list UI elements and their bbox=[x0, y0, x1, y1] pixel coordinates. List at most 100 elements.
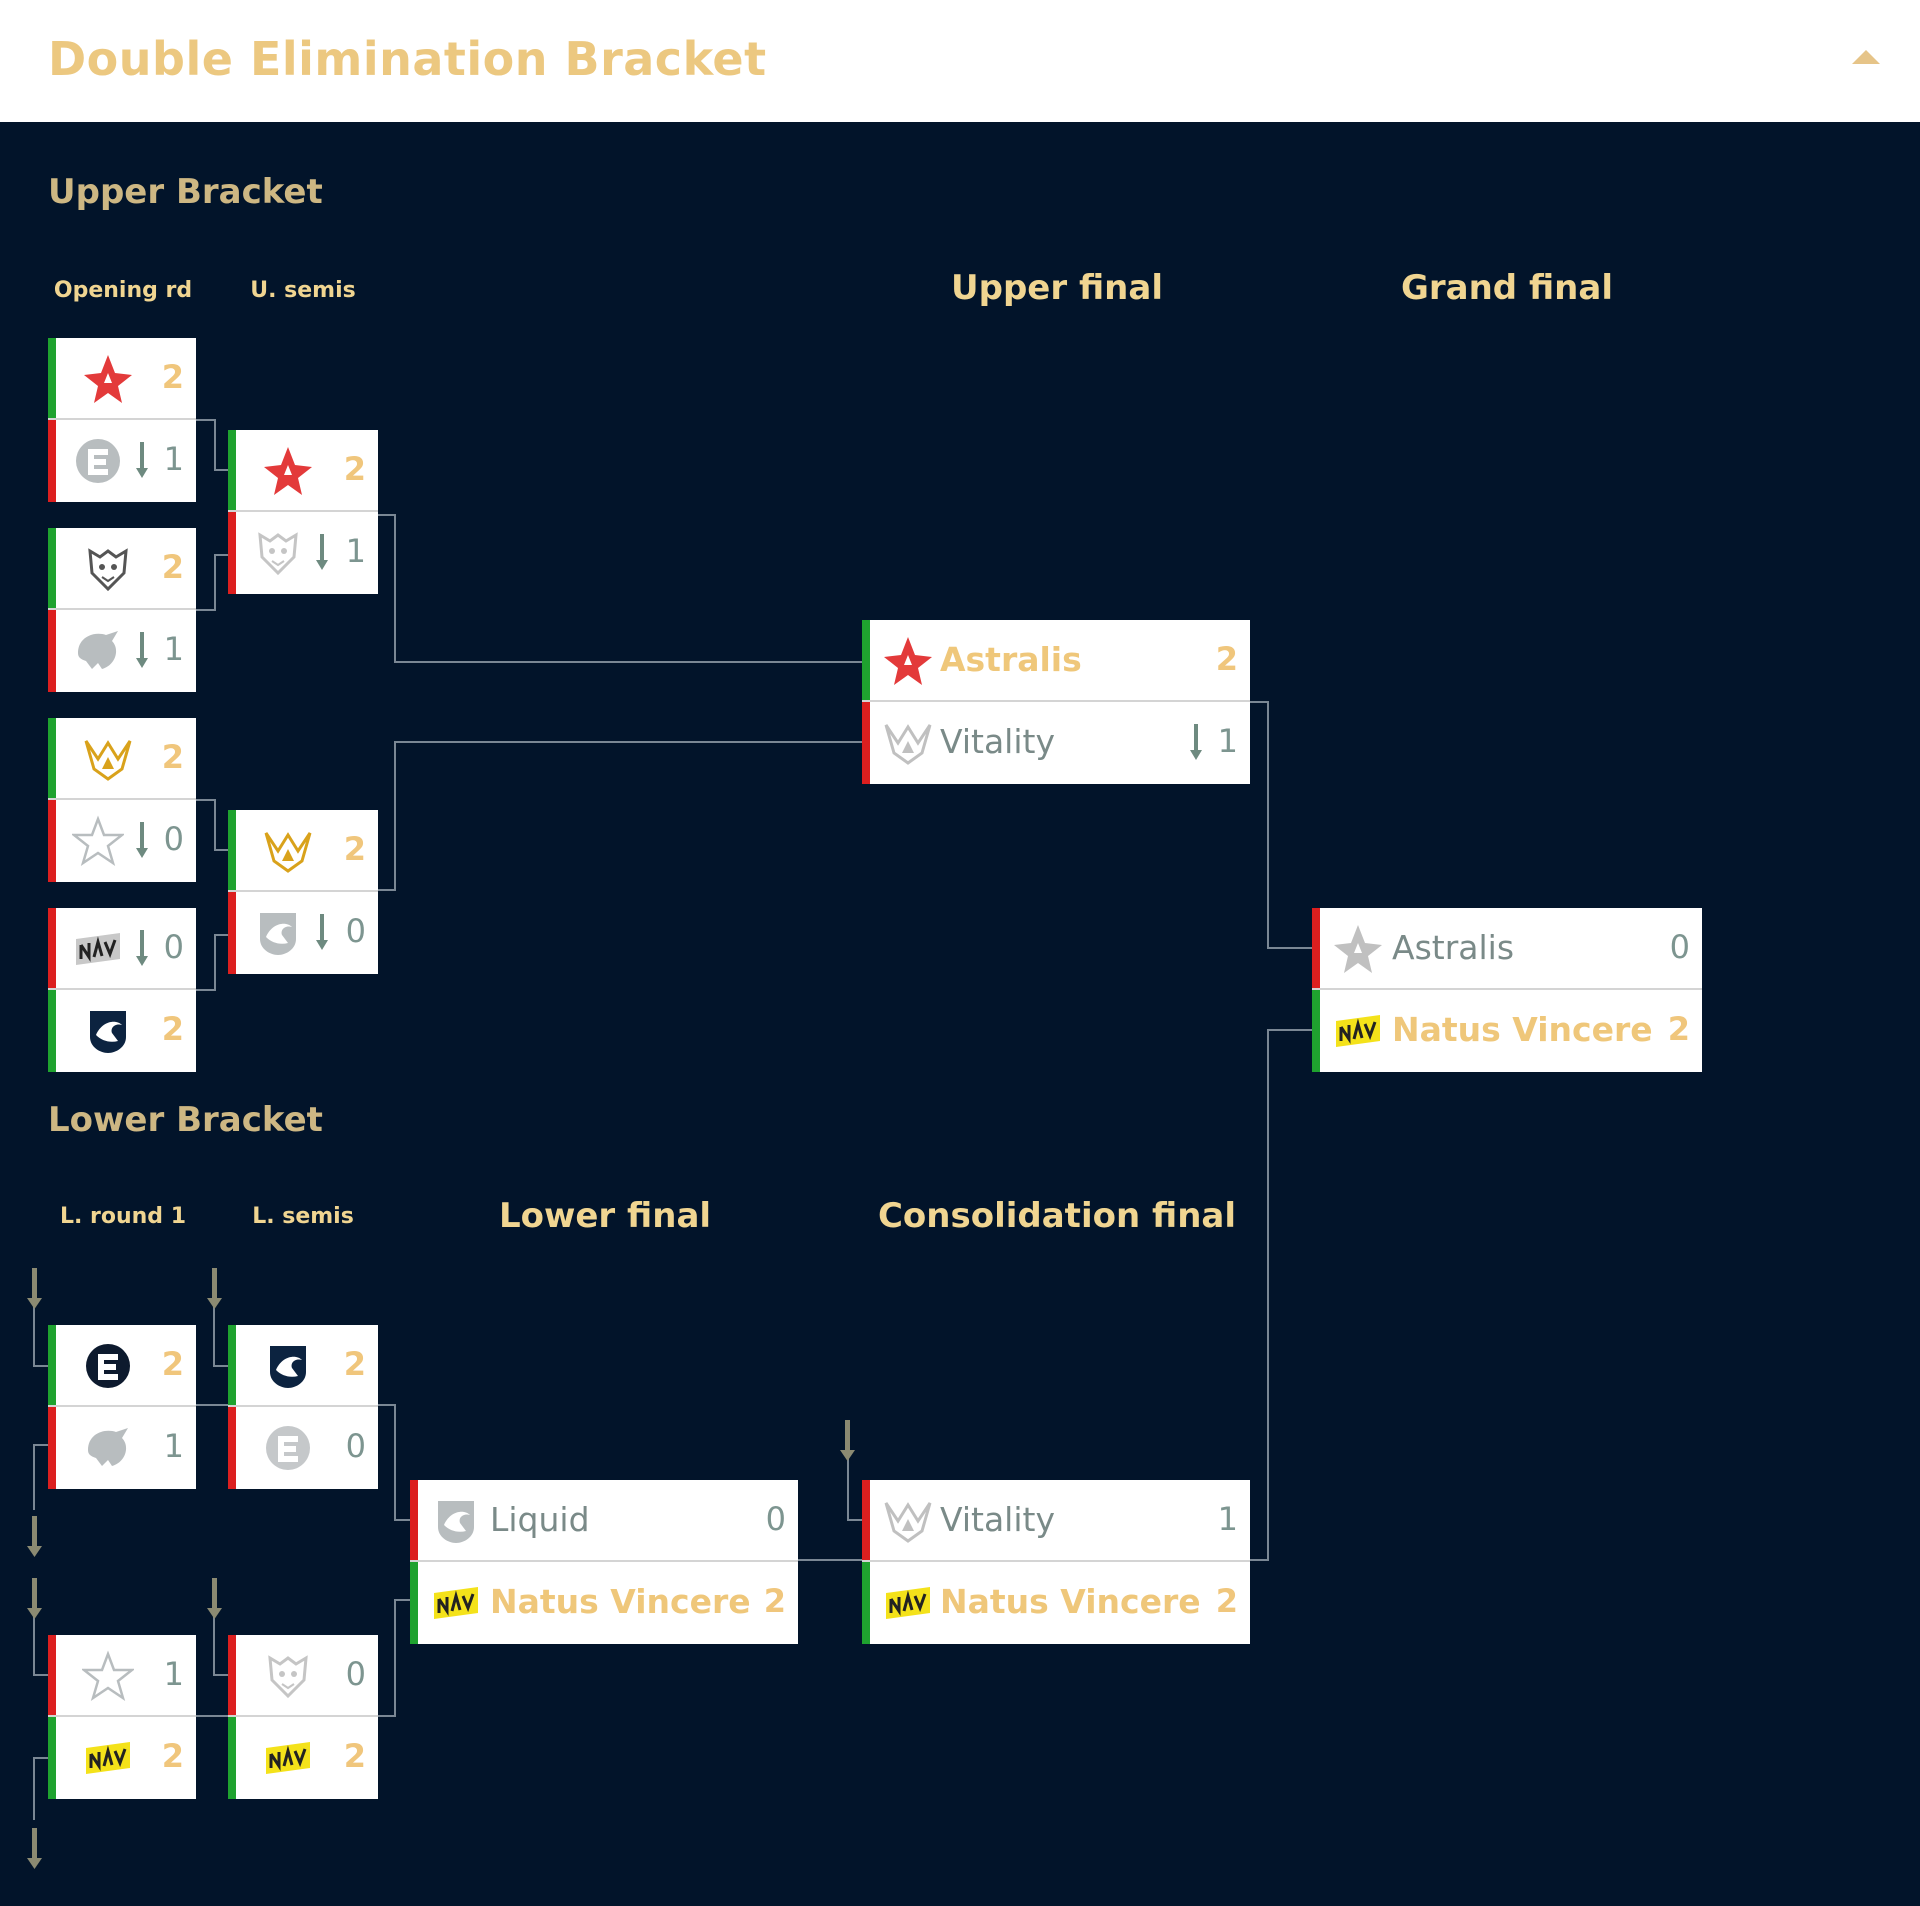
team-score: 0 bbox=[163, 928, 184, 966]
lower-bracket-title: Lower Bracket bbox=[48, 1100, 323, 1140]
team-name: Astralis bbox=[1392, 928, 1515, 967]
team-slot[interactable]: Astralis 2 bbox=[862, 620, 1250, 702]
navi-logo-icon bbox=[1332, 1005, 1384, 1057]
liquid-logo-icon bbox=[262, 1340, 314, 1392]
eliminated-arrow-icon bbox=[136, 442, 148, 478]
team-slot[interactable]: 2 bbox=[228, 430, 378, 512]
team-name: Natus Vincere bbox=[1392, 1010, 1653, 1049]
liquid-logo-icon bbox=[252, 907, 304, 959]
match-ub-sf-2[interactable]: 2 0 bbox=[228, 810, 378, 974]
team-slot[interactable]: 0 bbox=[228, 892, 378, 974]
team-score: 1 bbox=[1217, 1500, 1238, 1538]
team-slot[interactable]: 0 bbox=[228, 1635, 378, 1717]
team-score: 0 bbox=[345, 1427, 366, 1465]
team-score: 1 bbox=[163, 630, 184, 668]
team-slot[interactable]: Natus Vincere 2 bbox=[862, 1562, 1250, 1644]
vitality-logo-icon bbox=[882, 1495, 934, 1547]
team-slot[interactable]: 2 bbox=[48, 338, 196, 420]
evil-geniuses-logo-icon bbox=[72, 435, 124, 487]
team-slot[interactable]: 1 bbox=[48, 420, 196, 502]
team-score: 2 bbox=[161, 1737, 184, 1775]
match-lb-r1-1[interactable]: 2 1 bbox=[48, 1325, 196, 1489]
team-slot[interactable]: 0 bbox=[228, 1407, 378, 1489]
team-slot[interactable]: 2 bbox=[48, 990, 196, 1072]
navi-logo-icon bbox=[430, 1577, 482, 1629]
team-score: 2 bbox=[1667, 1010, 1690, 1048]
team-name: Liquid bbox=[490, 1500, 590, 1539]
team-name: Natus Vincere bbox=[490, 1582, 751, 1621]
team-score: 2 bbox=[343, 1345, 366, 1383]
team-slot[interactable]: Astralis 0 bbox=[1312, 908, 1702, 990]
g2-logo-icon bbox=[82, 543, 134, 595]
round-label-lower-r1: L. round 1 bbox=[59, 1204, 187, 1229]
team-slot[interactable]: Vitality 1 bbox=[862, 702, 1250, 784]
team-slot[interactable]: 1 bbox=[48, 1407, 196, 1489]
match-ub-r1-2[interactable]: 2 1 bbox=[48, 528, 196, 692]
g2-logo-icon bbox=[262, 1650, 314, 1702]
round-label-lower-semis: L. semis bbox=[252, 1204, 354, 1229]
team-slot[interactable]: 2 bbox=[48, 528, 196, 610]
team-score: 2 bbox=[161, 548, 184, 586]
match-upper-final[interactable]: Astralis 2 Vitality 1 bbox=[862, 620, 1250, 784]
team-score: 0 bbox=[765, 1500, 786, 1538]
vitality-logo-icon bbox=[882, 717, 934, 769]
match-lb-r1-2[interactable]: 1 2 bbox=[48, 1635, 196, 1799]
evil-geniuses-logo-icon bbox=[82, 1340, 134, 1392]
bracket-header[interactable]: Double Elimination Bracket bbox=[0, 0, 1920, 122]
match-lb-sf-1[interactable]: 2 0 bbox=[228, 1325, 378, 1489]
eliminated-arrow-icon bbox=[316, 914, 328, 950]
team-slot[interactable]: Vitality 1 bbox=[862, 1480, 1250, 1562]
match-ub-r1-1[interactable]: 2 1 bbox=[48, 338, 196, 502]
team-score: 2 bbox=[161, 358, 184, 396]
team-score: 1 bbox=[163, 440, 184, 478]
liquid-logo-icon bbox=[82, 1005, 134, 1057]
match-ub-r1-3[interactable]: 2 0 bbox=[48, 718, 196, 882]
evil-geniuses-logo-icon bbox=[262, 1422, 314, 1474]
team-score: 2 bbox=[1215, 1582, 1238, 1620]
team-slot[interactable]: 2 bbox=[228, 1325, 378, 1407]
match-consolidation-final[interactable]: Vitality 1 Natus Vincere 2 bbox=[862, 1480, 1250, 1644]
team-name: Astralis bbox=[940, 640, 1082, 679]
team-slot[interactable]: 0 bbox=[48, 908, 196, 990]
team-slot[interactable]: 1 bbox=[48, 1635, 196, 1717]
astralis-logo-icon bbox=[262, 445, 314, 497]
team-score: 0 bbox=[345, 912, 366, 950]
chevron-up-icon[interactable] bbox=[1852, 50, 1880, 64]
team-slot[interactable]: 2 bbox=[228, 810, 378, 892]
match-ub-sf-1[interactable]: 2 1 bbox=[228, 430, 378, 594]
team-score: 2 bbox=[763, 1582, 786, 1620]
team-slot[interactable]: 2 bbox=[48, 1325, 196, 1407]
team-slot[interactable]: 2 bbox=[48, 1717, 196, 1799]
eliminated-arrow-icon bbox=[136, 930, 148, 966]
team-slot[interactable]: 2 bbox=[48, 718, 196, 800]
team-name: Vitality bbox=[940, 1500, 1055, 1539]
team-slot[interactable]: 0 bbox=[48, 800, 196, 882]
team-score: 2 bbox=[343, 1737, 366, 1775]
vitality-logo-icon bbox=[262, 825, 314, 877]
round-label-lower-final: Lower final bbox=[498, 1196, 712, 1236]
team-score: 0 bbox=[1669, 928, 1690, 966]
team-slot[interactable]: 1 bbox=[48, 610, 196, 692]
bracket-title: Double Elimination Bracket bbox=[48, 32, 767, 86]
g2-logo-icon bbox=[252, 527, 304, 579]
round-label-grand-final: Grand final bbox=[1400, 268, 1613, 308]
team-slot[interactable]: Liquid 0 bbox=[410, 1480, 798, 1562]
astralis-logo-icon bbox=[882, 635, 934, 687]
match-lower-final[interactable]: Liquid 0 Natus Vincere 2 bbox=[410, 1480, 798, 1644]
navi-logo-icon bbox=[82, 1732, 134, 1784]
match-grand-final[interactable]: Astralis 0 Natus Vincere 2 bbox=[1312, 908, 1702, 1072]
vitality-logo-icon bbox=[82, 733, 134, 785]
match-lb-sf-2[interactable]: 0 2 bbox=[228, 1635, 378, 1799]
team-slot[interactable]: 2 bbox=[228, 1717, 378, 1799]
navi-logo-icon bbox=[72, 923, 124, 975]
team-score: 1 bbox=[163, 1427, 184, 1465]
team-slot[interactable]: Natus Vincere 2 bbox=[410, 1562, 798, 1644]
navi-logo-icon bbox=[262, 1732, 314, 1784]
match-ub-r1-4[interactable]: 0 2 bbox=[48, 908, 196, 1072]
team-slot[interactable]: Natus Vincere 2 bbox=[1312, 990, 1702, 1072]
round-label-opening: Opening rd bbox=[53, 278, 193, 303]
team-score: 2 bbox=[161, 1010, 184, 1048]
team-score: 2 bbox=[161, 1345, 184, 1383]
astralis-logo-icon bbox=[1332, 923, 1384, 975]
team-slot[interactable]: 1 bbox=[228, 512, 378, 594]
